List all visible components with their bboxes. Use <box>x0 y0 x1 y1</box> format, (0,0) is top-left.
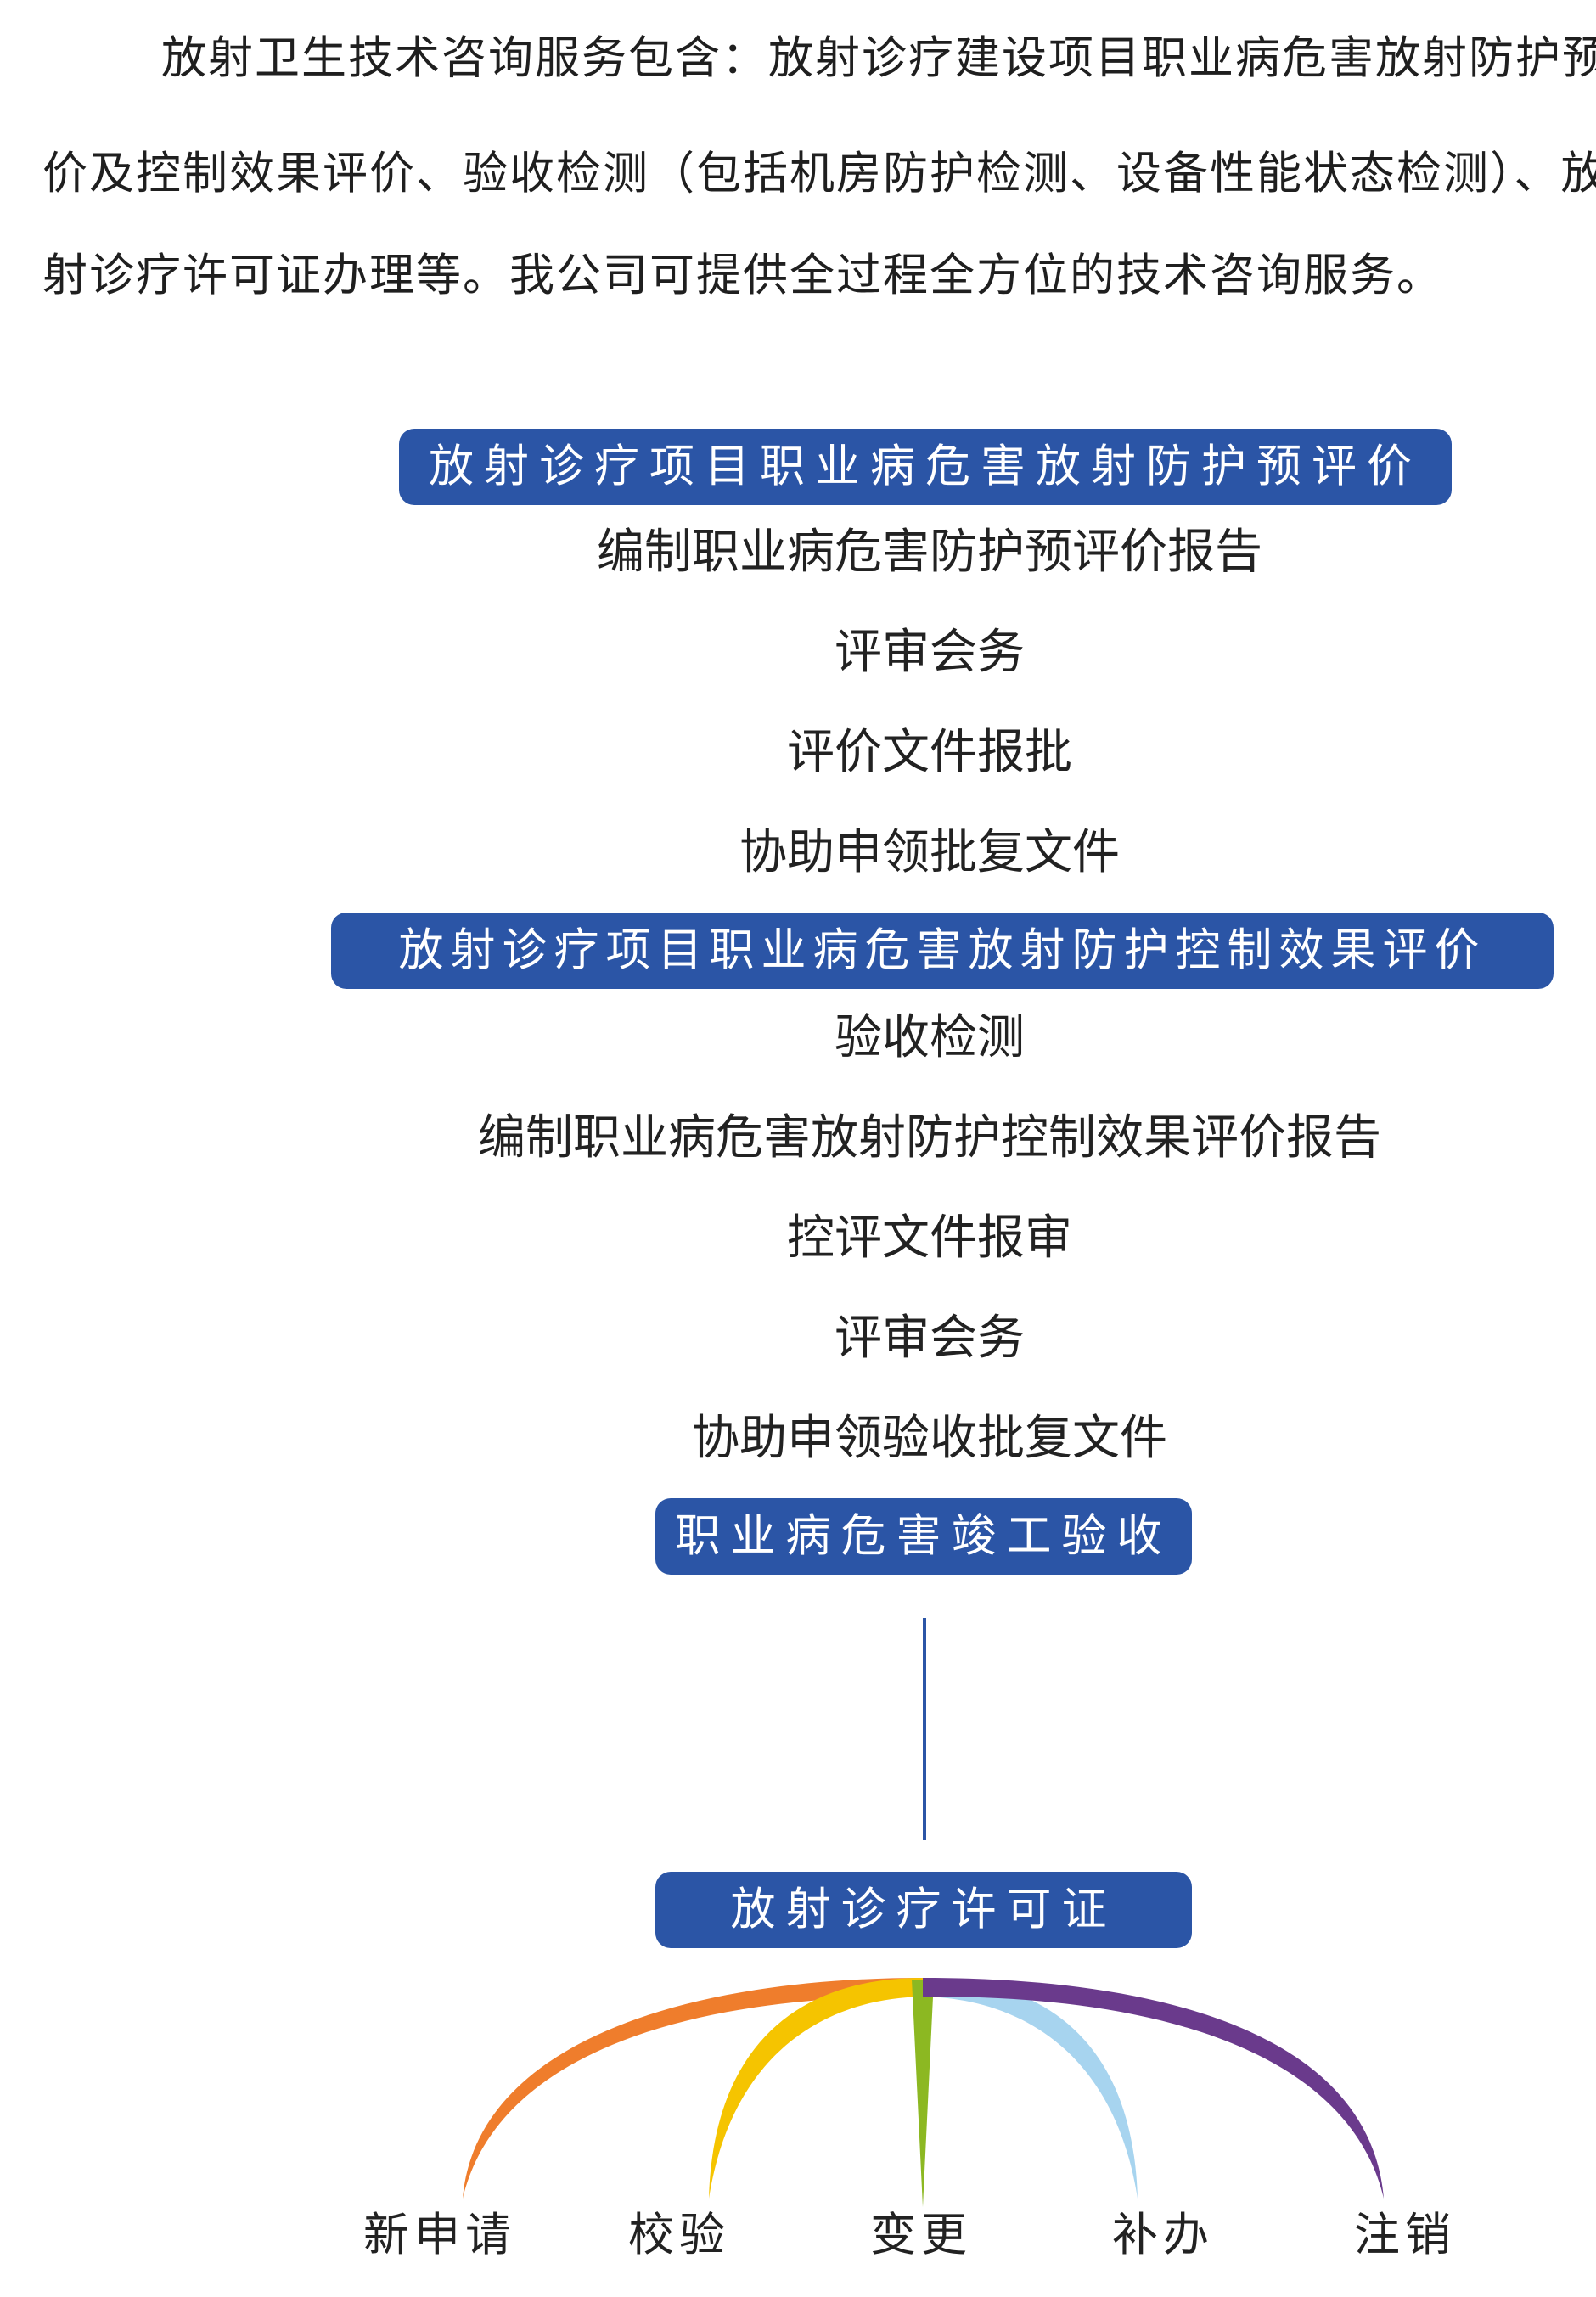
intro-paragraph: 放射卫生技术咨询服务包含：放射诊疗建设项目职业病危害放射防护预评 价及控制效果评… <box>42 17 1596 297</box>
branch-arc-new-application <box>463 1978 923 2199</box>
stage-pre-assessment-step-2: 评审会务 <box>835 625 1025 680</box>
intro-line-3: 射诊疗许可证办理等。我公司可提供全过程全方位的技术咨询服务。 <box>42 250 1443 297</box>
branch-label-cancellation: 注销 <box>1354 2208 1456 2261</box>
branch-arc-reissue <box>923 1978 1138 2199</box>
branch-label-verification: 校验 <box>628 2208 730 2261</box>
connector-line <box>923 1618 926 1840</box>
branch-arc-change <box>912 1980 934 2207</box>
intro-line-1: 放射卫生技术咨询服务包含：放射诊疗建设项目职业病危害放射防护预评 <box>161 32 1596 84</box>
branch-label-new-application: 新申请 <box>363 2208 516 2261</box>
stage-control-effect-step-1: 验收检测 <box>835 1010 1025 1065</box>
stage-control-effect-step-3: 控评文件报审 <box>787 1210 1072 1266</box>
stage-pre-assessment-step-4: 协助申领批复文件 <box>739 825 1120 880</box>
stage-control-effect-step-4: 评审会务 <box>835 1311 1025 1366</box>
stage-control-effect-step-2: 编制职业病危害放射防护控制效果评价报告 <box>478 1110 1381 1165</box>
license-branch-arcs <box>463 1978 1384 2207</box>
stage-pre-assessment-title: 放射诊疗项目职业病危害放射防护预评价 <box>399 429 1452 505</box>
branch-arc-cancellation <box>923 1978 1384 2199</box>
branch-label-change: 变更 <box>870 2208 972 2261</box>
stage-completion-acceptance-title: 职业病危害竣工验收 <box>655 1498 1192 1575</box>
stage-control-effect-title: 放射诊疗项目职业病危害放射防护控制效果评价 <box>331 913 1554 989</box>
intro-line-2: 价及控制效果评价、验收检测（包括机房防护检测、设备性能状态检测）、放 <box>42 148 1596 199</box>
branch-arc-verification <box>709 1978 923 2199</box>
stage-control-effect-step-5: 协助申领验收批复文件 <box>692 1411 1167 1466</box>
stage-pre-assessment-step-3: 评价文件报批 <box>787 725 1072 780</box>
branch-label-reissue: 补办 <box>1112 2208 1214 2261</box>
stage-license-title: 放射诊疗许可证 <box>655 1872 1192 1948</box>
stage-pre-assessment-step-1: 编制职业病危害防护预评价报告 <box>597 525 1262 580</box>
